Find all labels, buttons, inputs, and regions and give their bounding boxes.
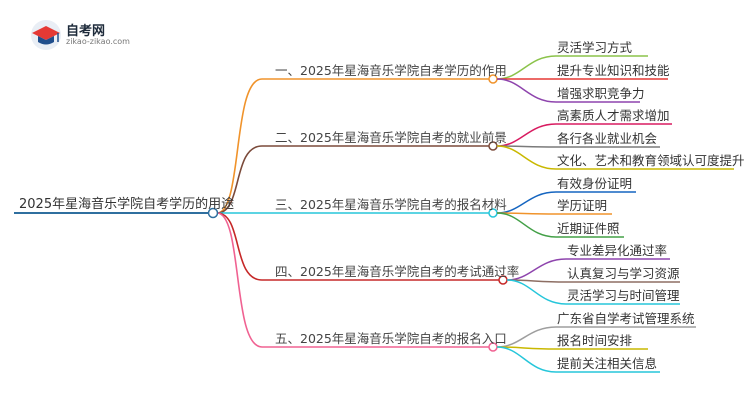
leaf-3-2: 学历证明 [557,198,608,213]
leaf-2-2: 各行各业就业机会 [557,131,658,146]
branch-3-label: 三、2025年星海音乐学院自考的报名材料 [275,197,507,212]
root-node-label: 2025年星海音乐学院自考学历的用途 [19,197,235,212]
branch-connector-2 [216,145,263,214]
leaf-5-3: 提前关注相关信息 [557,356,658,371]
root-node [207,207,219,219]
leaf-4-2: 认真复习与学习资源 [567,266,680,281]
leaf-connector-3-3 [496,212,557,238]
leaf-2-1: 高素质人才需求增加 [557,108,670,123]
leaf-4-1: 专业差异化通过率 [567,243,668,258]
leaf-1-1: 灵活学习方式 [557,40,633,55]
leaf-connector-2-3 [496,145,557,170]
leaf-5-2: 报名时间安排 [557,333,633,348]
branch-2-label: 二、2025年星海音乐学院自考的就业前景 [275,130,507,145]
graduation-cap-icon [31,20,61,50]
leaf-connector-4-3 [506,279,567,305]
leaf-5-1: 广东省自学考试管理系统 [557,311,695,326]
leaf-4-3: 灵活学习与时间管理 [567,288,680,303]
logo-name: 自考网 [66,24,106,39]
branch-connector-5 [216,212,263,348]
site-logo[interactable] [26,18,146,52]
leaf-1-3: 增强求职竞争力 [557,86,645,101]
leaf-3-1: 有效身份证明 [557,176,633,191]
logo-url: zikao-zikao.com [66,37,130,46]
branch-5-label: 五、2025年星海音乐学院自考的报名入口 [275,331,507,346]
branch-4-label: 四、2025年星海音乐学院自考的考试通过率 [275,264,520,279]
leaf-1-2: 提升专业知识和技能 [557,63,670,78]
branch-1-label: 一、2025年星海音乐学院自考学历的作用 [275,63,507,78]
leaf-connector-5-3 [496,346,557,373]
leaf-connector-1-3 [496,78,557,103]
branch-connector-4 [216,212,263,281]
leaf-3-3: 近期证件照 [557,221,620,236]
leaf-2-3: 文化、艺术和教育领域认可度提升 [557,153,745,168]
branch-connector-1 [216,78,263,214]
